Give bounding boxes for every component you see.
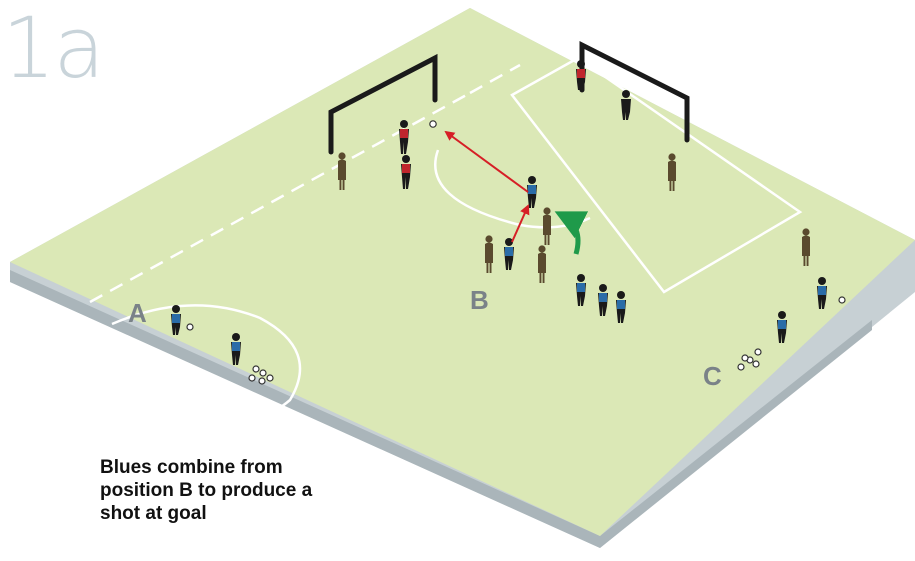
zone-label-a: A (128, 298, 147, 328)
dashed-line (89, 91, 471, 304)
player-blue (817, 277, 827, 309)
player-blue (231, 333, 241, 365)
caption: Blues combine from position B to produce… (100, 456, 360, 525)
zone-label-b: B (470, 285, 489, 315)
caption-line: position B to produce a (100, 480, 313, 501)
caption-line: shot at goal (100, 503, 207, 524)
goal-left (328, 53, 438, 155)
player-blue (576, 274, 586, 306)
penalty-box (510, 56, 803, 294)
run-arrow (554, 211, 589, 255)
pass-arrow-shot (444, 130, 529, 193)
player-red (576, 60, 586, 90)
player-red (401, 155, 411, 189)
balls (186, 120, 846, 385)
pass-arrow-layoff (511, 204, 530, 243)
player-red (399, 120, 409, 154)
zone-label-c: C (703, 361, 722, 391)
player-blue (504, 238, 514, 270)
player-blue (171, 305, 181, 335)
player-blue (598, 284, 608, 316)
player-blue (527, 176, 537, 208)
player-dark (621, 90, 631, 120)
player-blue (777, 311, 787, 343)
players (171, 60, 827, 365)
dashed-line-far (469, 63, 521, 95)
figure-label: 1a (2, 0, 105, 97)
caption-line: Blues combine from (100, 457, 283, 478)
player-blue (616, 291, 626, 323)
